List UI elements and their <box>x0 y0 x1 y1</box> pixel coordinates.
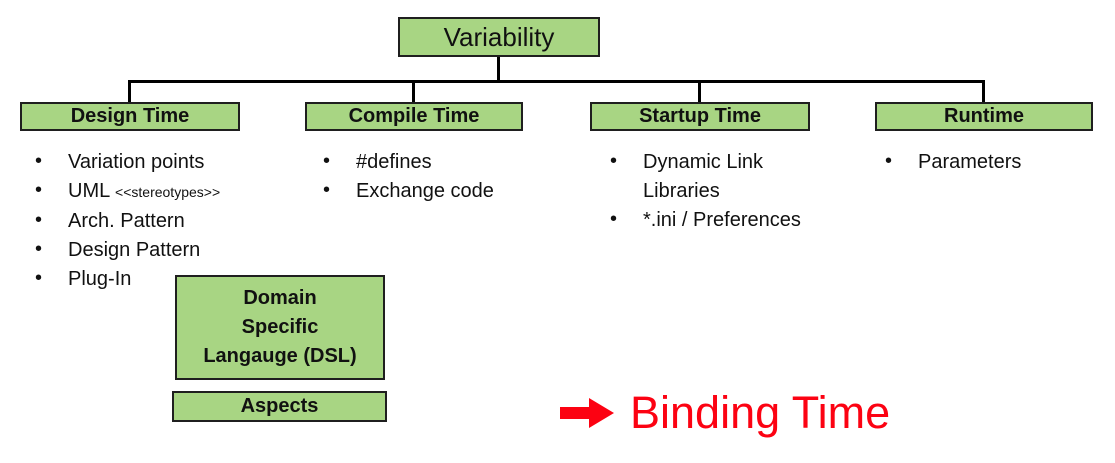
binding-time-callout: Binding Time <box>560 390 890 435</box>
runtime-box: Runtime <box>875 102 1093 131</box>
list-item-text: Variation points <box>68 151 205 173</box>
startup-time-list: • Dynamic Link Libraries • *.ini / Prefe… <box>610 148 835 235</box>
dsl-line: Specific <box>241 316 319 338</box>
dsl-line: Langauge (DSL) <box>203 345 357 367</box>
connector-drop-startup <box>698 80 701 103</box>
list-item: • Design Pattern <box>35 236 275 265</box>
dsl-line: Domain <box>243 287 317 309</box>
bullet-icon: • <box>323 150 331 172</box>
list-item-text: *.ini / Preferences <box>643 209 801 231</box>
list-item-text: Design Pattern <box>68 239 201 261</box>
startup-time-label: Startup Time <box>639 105 761 127</box>
bullet-icon: • <box>35 150 43 172</box>
bullet-icon: • <box>610 150 618 172</box>
runtime-label: Runtime <box>944 105 1024 127</box>
bullet-icon: • <box>35 267 43 289</box>
list-item: • #defines <box>323 148 543 177</box>
variability-box: Variability <box>398 17 600 57</box>
stereotypes-note: <<stereotypes>> <box>115 184 221 200</box>
runtime-list: • Parameters <box>885 148 1105 177</box>
list-item: • Variation points <box>35 148 275 177</box>
bullet-icon: • <box>610 208 618 230</box>
right-arrow-icon <box>560 397 614 428</box>
connector-drop-runtime <box>982 80 985 103</box>
compile-time-label: Compile Time <box>348 105 480 127</box>
list-item: • *.ini / Preferences <box>610 206 835 235</box>
list-item-text: Parameters <box>918 151 1022 173</box>
list-item-text: Exchange code <box>356 180 494 202</box>
list-item: • Arch. Pattern <box>35 207 275 236</box>
design-time-box: Design Time <box>20 102 240 131</box>
bullet-icon: • <box>35 238 43 260</box>
list-item-text: Arch. Pattern <box>68 210 185 232</box>
list-item: • UML <<stereotypes>> <box>35 177 275 207</box>
list-item: • Exchange code <box>323 177 543 206</box>
list-item: • Parameters <box>885 148 1105 177</box>
aspects-box: Aspects <box>172 391 387 422</box>
connector-bar <box>128 80 985 83</box>
compile-time-box: Compile Time <box>305 102 523 131</box>
bullet-icon: • <box>323 179 331 201</box>
variability-label: Variability <box>443 21 555 52</box>
aspects-label: Aspects <box>240 395 319 417</box>
dsl-box: Domain Specific Langauge (DSL) <box>175 275 385 380</box>
list-item-text: Dynamic Link Libraries <box>643 151 764 202</box>
bullet-icon: • <box>35 179 43 201</box>
list-item: • Dynamic Link Libraries <box>610 148 835 206</box>
bullet-icon: • <box>35 209 43 231</box>
design-time-list: • Variation points • UML <<stereotypes>>… <box>35 148 275 294</box>
list-item-text: UML <box>68 180 110 202</box>
connector-drop-compile <box>412 80 415 103</box>
compile-time-list: • #defines • Exchange code <box>323 148 543 206</box>
startup-time-box: Startup Time <box>590 102 810 131</box>
bullet-icon: • <box>885 150 893 172</box>
list-item: • Plug-In <box>35 265 275 294</box>
connector-trunk <box>497 57 500 81</box>
design-time-label: Design Time <box>70 105 190 127</box>
list-item-text: #defines <box>356 151 432 173</box>
connector-drop-design <box>128 80 131 103</box>
binding-time-label: Binding Time <box>630 387 891 438</box>
list-item-text: Plug-In <box>68 268 132 290</box>
